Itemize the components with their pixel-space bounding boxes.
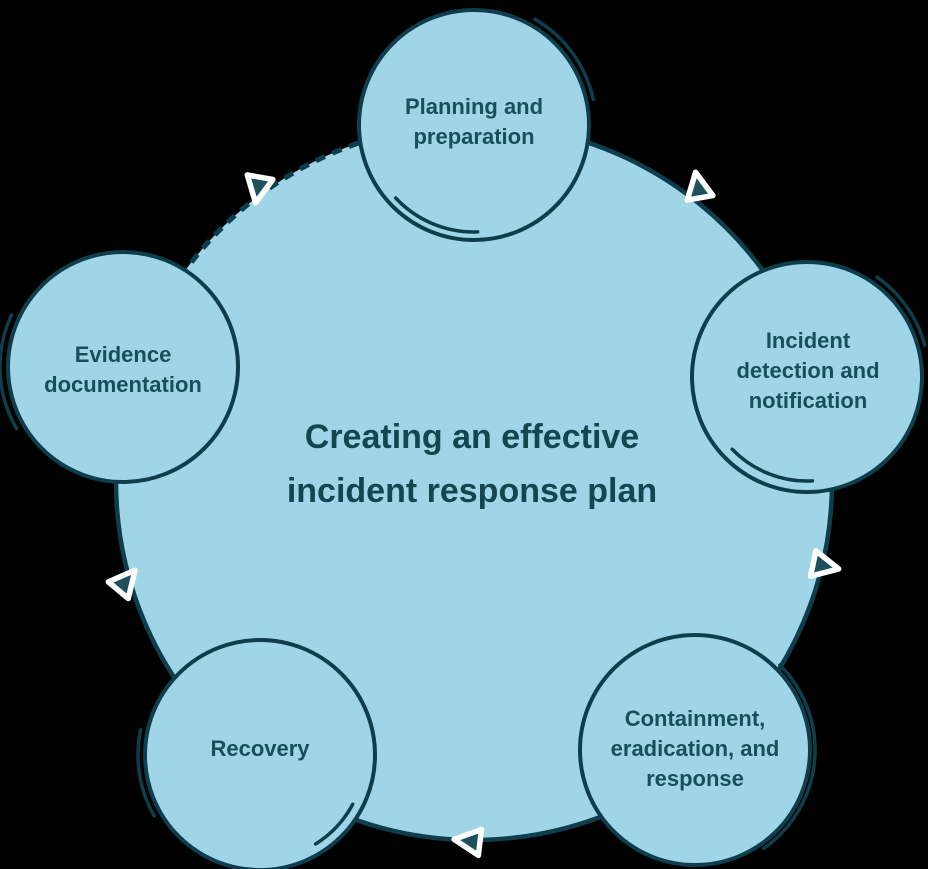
accent-arc-containment-outer xyxy=(762,663,817,851)
step-label-line: documentation xyxy=(44,372,202,397)
accent-arc-planning-inner xyxy=(393,196,480,234)
diagram-title-line: Creating an effective xyxy=(304,418,640,456)
accent-arc-incident-inner xyxy=(730,447,815,483)
main-circle-dashed-arc xyxy=(178,132,389,279)
circle-incident-detection-and-notification xyxy=(690,260,924,494)
step-label-line: notification xyxy=(748,388,868,413)
flow-arrow-icon-right xyxy=(807,548,842,579)
step-label-line: Incident xyxy=(765,328,851,353)
accent-arc-incident-outer xyxy=(875,275,927,348)
step-label-line: Evidence xyxy=(74,342,172,367)
step-label-line: preparation xyxy=(413,124,535,149)
circle-planning-and-preparation xyxy=(357,8,591,242)
accent-arc-planning-outer xyxy=(533,17,596,102)
step-label-incident-detection-and-notification: Incident detection and notification xyxy=(736,326,879,416)
accent-arc-evidence-outer xyxy=(0,313,19,431)
accent-arc-recovery-inner xyxy=(313,802,355,846)
accent-arc-recovery-outer xyxy=(136,727,157,818)
step-label-containment-eradication-response: Containment, eradication, and response xyxy=(611,704,780,794)
step-label-line: detection and xyxy=(736,358,880,383)
step-label-line: eradication, and xyxy=(610,736,780,761)
flow-arrow-icon-left xyxy=(105,567,138,602)
step-label-line: response xyxy=(646,766,744,791)
step-label-recovery: Recovery xyxy=(210,734,309,764)
step-label-evidence-documentation: Evidence documentation xyxy=(44,340,202,400)
step-label-line: Recovery xyxy=(210,736,310,761)
circle-evidence-documentation xyxy=(6,250,240,484)
flow-arrow-icon-top-left xyxy=(244,172,276,206)
flow-arrow-icon-bottom xyxy=(451,826,485,859)
step-label-planning-and-preparation: Planning and preparation xyxy=(405,92,543,152)
flow-arrow-icon-top-right xyxy=(684,169,716,203)
diagram-title: Creating an effective incident response … xyxy=(287,410,657,518)
circle-recovery xyxy=(143,638,377,869)
circle-containment-eradication-response xyxy=(578,633,812,867)
step-label-line: Planning and xyxy=(404,94,544,119)
step-label-line: Containment, xyxy=(624,706,766,731)
diagram-title-line: incident response plan xyxy=(286,472,658,510)
